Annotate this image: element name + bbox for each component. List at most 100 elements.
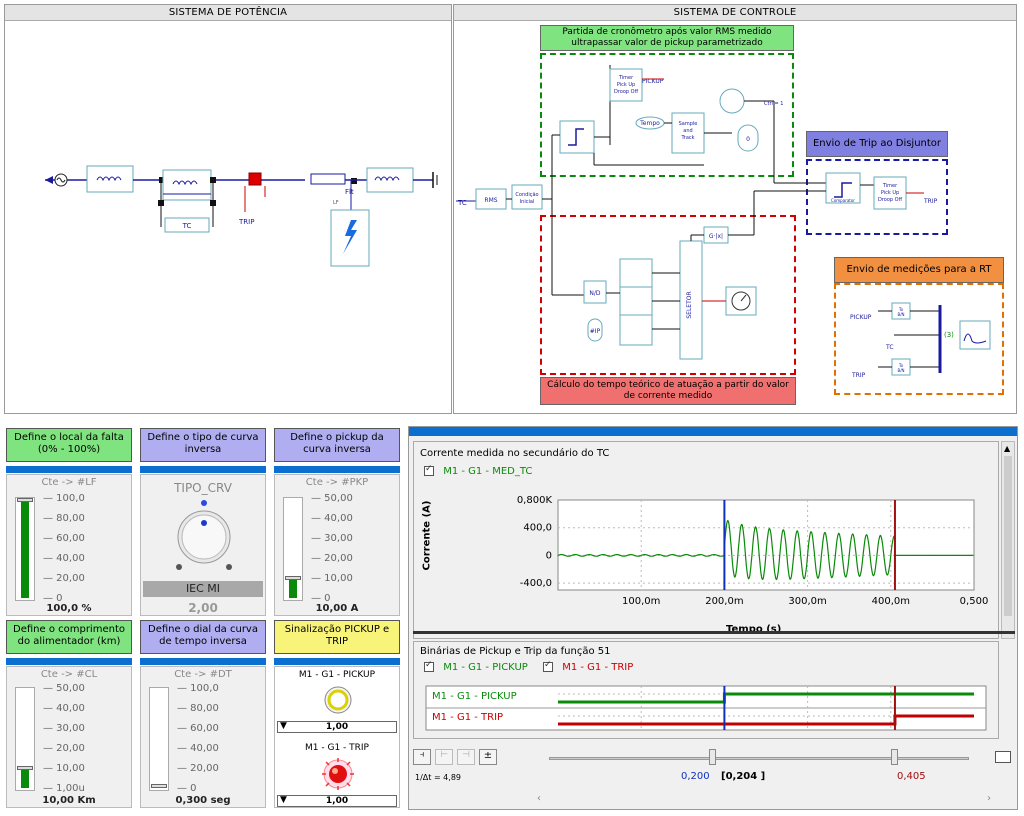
lf-track[interactable]: [15, 497, 35, 601]
cl-scale-tick: — 20,00: [43, 743, 85, 754]
svg-text:To: To: [898, 307, 904, 312]
dt-title: Define o dial da curva de tempo inversa: [140, 620, 266, 654]
svg-text:(3): (3): [944, 331, 954, 339]
trip-signal-box[interactable]: ▼ 1,00: [277, 795, 397, 807]
cursor-tool-1-icon[interactable]: ⫞: [413, 749, 431, 765]
power-system-panel: SISTEMA DE POTÊNCIA TC TRIP: [4, 4, 452, 414]
plot2-legend: M1 - G1 - PICKUP M1 - G1 - TRIP: [424, 660, 633, 673]
svg-text:TC: TC: [885, 344, 894, 351]
lf-thumb[interactable]: [17, 498, 33, 502]
pkp-value: 10,00 A: [315, 603, 359, 614]
lf-scale-tick: — 60,00: [43, 533, 85, 544]
trip-signal-value: 1,00: [325, 796, 349, 806]
comparator-blue: [825, 172, 861, 204]
lf-bluebar: [6, 466, 132, 473]
svg-text:Tempo: Tempo: [639, 120, 660, 127]
plot1-ytick: 0,800K: [517, 495, 553, 506]
right-cursor-handle[interactable]: [891, 749, 898, 765]
right-cursor-value: 0,405: [897, 771, 926, 782]
crv-bluebar: [140, 466, 266, 473]
pickup-led-icon: [324, 686, 352, 714]
cursor-tool-3-icon[interactable]: ⊣: [457, 749, 475, 765]
plot1-ytick: 0: [546, 550, 552, 561]
svg-text:TRIP: TRIP: [923, 198, 938, 205]
control-panel-title: SISTEMA DE CONTROLE: [454, 5, 1016, 21]
sig-bluebar: [274, 658, 400, 665]
svg-text:Inicial: Inicial: [520, 199, 535, 205]
pickup-dropdown-icon[interactable]: ▼: [280, 721, 287, 731]
dt-scale-tick: — 20,00: [177, 763, 219, 774]
lf-panel: Cte -> #LF — 100,0— 80,00— 60,00— 40,00—…: [6, 474, 132, 616]
pkp-track[interactable]: [283, 497, 303, 601]
dt-thumb[interactable]: [151, 784, 167, 788]
plot2-area[interactable]: [414, 642, 1000, 740]
svg-text:Condição: Condição: [515, 192, 538, 198]
dt-scale-tick: — 0: [177, 783, 197, 794]
cl-track[interactable]: [15, 687, 35, 791]
cursor-tool-2-icon[interactable]: ⊢: [435, 749, 453, 765]
cl-scale-tick: — 1,00u: [43, 783, 85, 794]
plot2-legend1-checkbox[interactable]: [424, 660, 434, 672]
lf-scale-tick: — 20,00: [43, 573, 85, 584]
svg-text:LF: LF: [333, 200, 339, 206]
dt-scale-tick: — 80,00: [177, 703, 219, 714]
left-cursor-handle[interactable]: [709, 749, 716, 765]
cl-title: Define o comprimento do alimentador (km): [6, 620, 132, 654]
splitter[interactable]: [413, 631, 1015, 634]
cursor-toolbar: ⫞ ⊢ ⊣ ±: [413, 749, 503, 767]
plot2-frame: Binárias de Pickup e Trip da função 51 M…: [413, 641, 999, 739]
scroll-up-icon[interactable]: ▲: [1004, 444, 1011, 453]
svg-text:To: To: [898, 363, 904, 368]
crv-title: Define o tipo de curva inversa: [140, 428, 266, 462]
pickup-signal-box[interactable]: ▼ 1,00: [277, 721, 397, 733]
comparator-green: [559, 120, 595, 154]
svg-text:PICKUP: PICKUP: [850, 314, 872, 321]
cl-fill: [21, 768, 29, 788]
hscroll-right-icon[interactable]: ›: [987, 793, 991, 804]
svg-text:SELETOR: SELETOR: [686, 291, 693, 318]
dt-track[interactable]: [149, 687, 169, 791]
crv-label: TIPO_CRV: [174, 481, 232, 495]
fault-block[interactable]: [330, 209, 370, 267]
pkp-scale-tick: — 50,00: [311, 493, 353, 504]
cl-thumb[interactable]: [17, 766, 33, 770]
pkp-thumb[interactable]: [285, 576, 301, 580]
plot1-legend-text: M1 - G1 - MED_TC: [443, 466, 533, 477]
time-slider-track[interactable]: [549, 757, 969, 760]
pkp-panel: Cte -> #PKP — 50,00— 40,00— 30,00— 20,00…: [274, 474, 400, 616]
svg-text:G·|x|: G·|x|: [709, 233, 723, 240]
lf-scale-tick: — 0: [43, 593, 63, 604]
cl-scale: — 50,00— 40,00— 30,00— 20,00— 10,00— 1,0…: [43, 683, 113, 795]
blue-region: [806, 159, 948, 235]
svg-text:Pick Up: Pick Up: [617, 82, 635, 88]
plot1-legend-checkbox[interactable]: [424, 464, 434, 476]
svg-text:Pick Up: Pick Up: [881, 190, 899, 196]
pkp-header: Cte -> #PKP: [305, 477, 369, 488]
trip-dropdown-icon[interactable]: ▼: [280, 795, 287, 805]
cursor-tool-4-icon[interactable]: ±: [479, 749, 497, 765]
svg-text:N/D: N/D: [589, 290, 601, 297]
scroll-thumb[interactable]: [1004, 456, 1012, 616]
plot2-legend2-checkbox[interactable]: [543, 660, 554, 672]
control-schematic[interactable]: TC RMS Condição Inicial Timer Pick Up Dr…: [454, 5, 1016, 413]
breaker[interactable]: [248, 172, 262, 186]
hscroll-left-icon[interactable]: ‹: [537, 793, 541, 804]
control-system-panel: SISTEMA DE CONTROLE Partida de cronômetr…: [453, 4, 1017, 414]
crv-knob[interactable]: [169, 497, 239, 573]
plot-window-bar: [409, 427, 1017, 436]
svg-text:Droop Off: Droop Off: [878, 197, 903, 203]
window-restore-icon[interactable]: [995, 751, 1011, 763]
plot1-scrollbar[interactable]: ▲: [1001, 441, 1015, 639]
svg-text:Sample: Sample: [679, 121, 698, 127]
tc-block: [162, 169, 212, 201]
pkp-scale-tick: — 10,00: [311, 573, 353, 584]
pkp-scale-tick: — 40,00: [311, 513, 353, 524]
svg-text:RMS: RMS: [484, 197, 497, 204]
pkp-scale-tick: — 0: [311, 593, 331, 604]
dt-scale-tick: — 40,00: [177, 743, 219, 754]
pickup-signal-label: M1 - G1 - PICKUP: [298, 670, 376, 680]
sample-track-block: [671, 112, 705, 154]
power-schematic[interactable]: TC TRIP Flt LF: [5, 22, 451, 412]
blue-note: Envio de Trip ao Disjuntor: [806, 131, 948, 157]
